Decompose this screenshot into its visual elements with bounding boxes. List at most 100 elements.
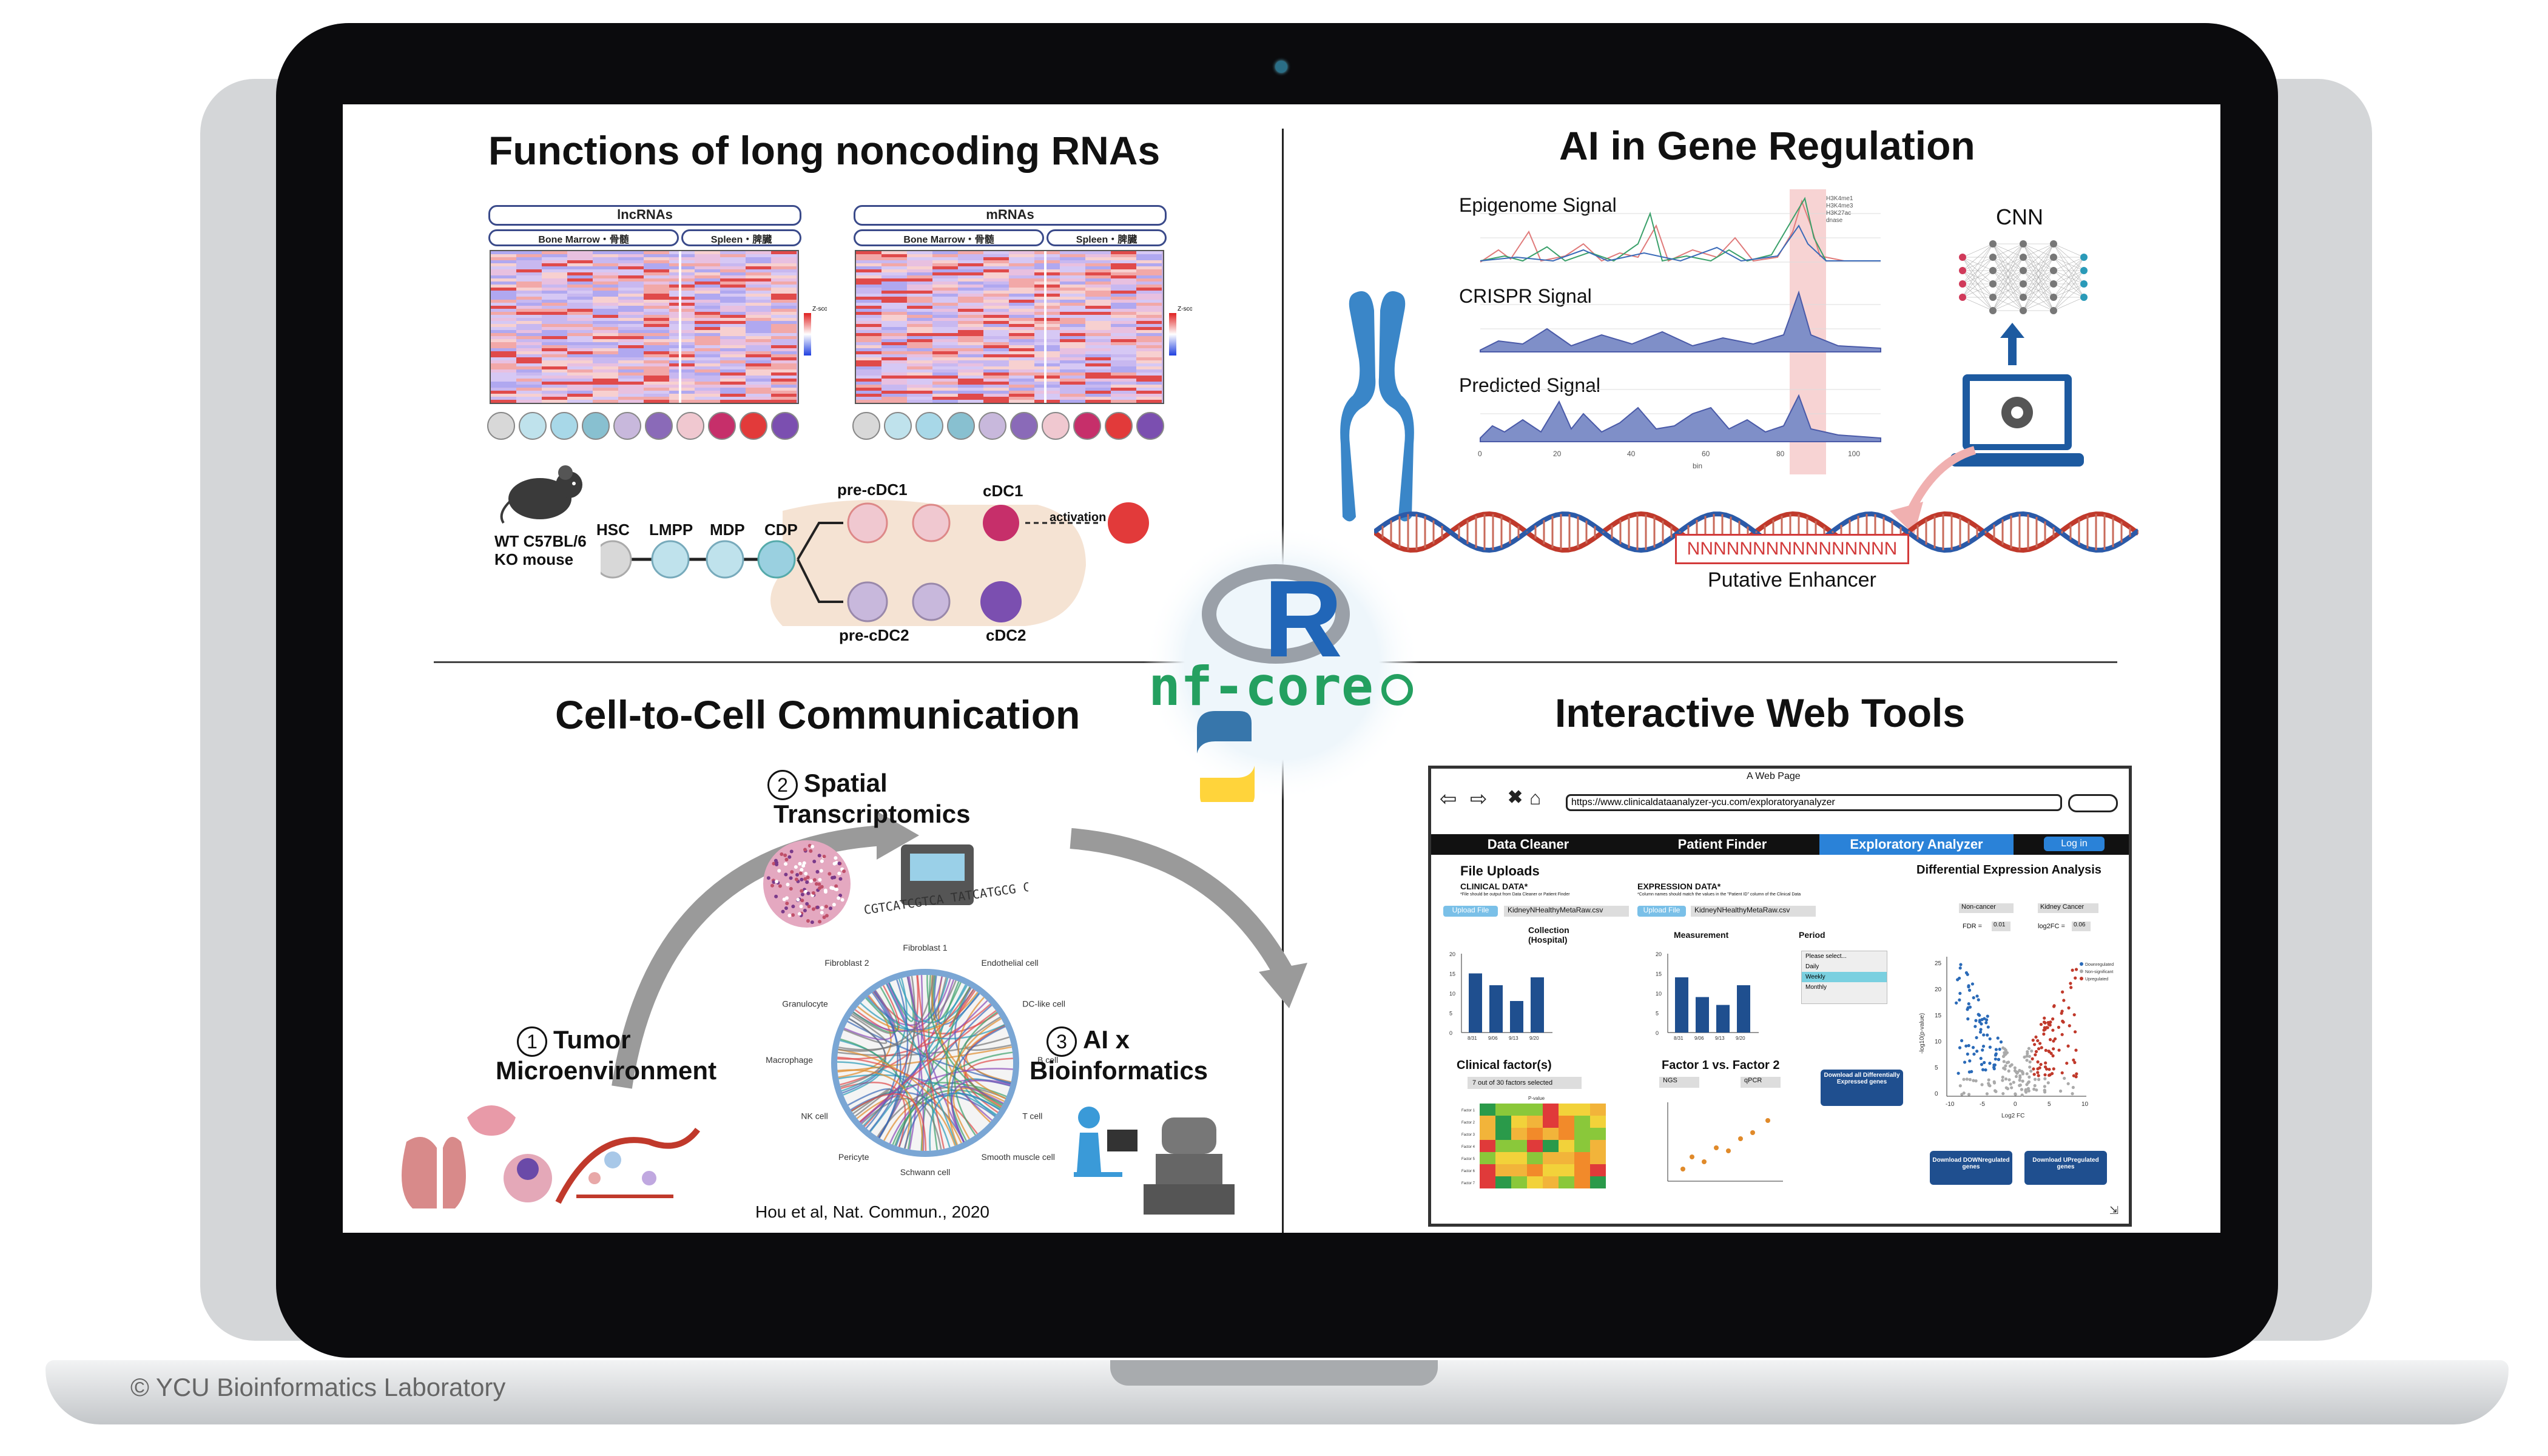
chord-label: Pericyte — [838, 1152, 869, 1162]
step2-title-2: Transcriptomics — [774, 800, 971, 828]
volcano-point — [1971, 1046, 1975, 1050]
search-icon[interactable] — [2068, 794, 2118, 812]
heat-cell — [1543, 1152, 1559, 1164]
nn-node — [1959, 294, 1966, 301]
period-option-daily[interactable]: Daily — [1805, 963, 1819, 970]
clinical-upload-button[interactable]: Upload File — [1443, 906, 1498, 917]
chord-link — [929, 1093, 1000, 1151]
chord-link — [878, 979, 909, 1138]
factors-selected-dropdown[interactable]: 7 out of 30 factors selected — [1468, 1077, 1582, 1089]
volcano-point — [2033, 1084, 2037, 1088]
volcano-point — [1967, 1043, 1970, 1048]
download-up-button[interactable]: Download UPregulated genes — [2024, 1151, 2107, 1185]
period-label: Period — [1799, 930, 1825, 940]
volcano-point — [1967, 1093, 1971, 1096]
volcano-point — [2073, 1030, 2077, 1034]
heat-cell — [1590, 1128, 1606, 1140]
step2-number: 2 — [767, 770, 798, 800]
volcano-point — [2001, 1092, 2005, 1096]
heat-cell — [1480, 1152, 1495, 1164]
heat-cell — [1574, 1116, 1590, 1128]
nn-node — [1989, 240, 1997, 248]
chord-label: Macrophage — [766, 1055, 813, 1065]
url-bar[interactable] — [1566, 794, 2062, 811]
log2fc-input[interactable]: 0.06 — [2072, 922, 2091, 931]
volcano-point — [1997, 1057, 2000, 1062]
fdr-input[interactable]: 0.01 — [1992, 922, 2010, 931]
tab-exploratory-analyzer[interactable]: Exploratory Analyzer — [1819, 834, 2014, 855]
heat-row-label: Factor 4 — [1461, 1145, 1475, 1149]
period-dropdown[interactable]: Please select... Daily Weekly Monthly — [1801, 951, 1887, 1004]
volcano-point — [2020, 1088, 2024, 1091]
chord-link — [946, 986, 971, 1141]
expression-upload-button[interactable]: Upload File — [1637, 906, 1686, 917]
bar-x-tick: 9/20 — [1529, 1036, 1539, 1041]
period-option-weekly[interactable]: Weekly — [1802, 972, 1887, 982]
volcano-point — [2075, 1072, 2078, 1076]
period-option-placeholder[interactable]: Please select... — [1805, 953, 1847, 960]
volcano-point — [2036, 1039, 2040, 1043]
volcano-point — [1988, 1062, 1992, 1065]
legend-h3k4me3: H3K4me3 — [1826, 203, 1853, 209]
heat-cell — [1574, 1164, 1590, 1176]
volcano-x-tick: 5 — [2048, 1101, 2051, 1108]
nav-back-icon[interactable]: ⇦ — [1440, 787, 1457, 811]
volcano-point — [2023, 1055, 2026, 1059]
volcano-point — [1966, 1008, 1969, 1011]
non-cancer-select[interactable]: Non-cancer — [1959, 903, 2014, 913]
tab-data-cleaner[interactable]: Data Cleaner — [1487, 837, 1569, 852]
close-icon[interactable]: ✖ — [1508, 787, 1523, 807]
clinical-data-note: *File should be output from Data Cleaner… — [1460, 892, 1570, 897]
cell-circle — [915, 412, 943, 440]
volcano-point — [2040, 1046, 2043, 1050]
heatmap-left — [490, 250, 799, 404]
chord-link — [852, 1088, 891, 1117]
volcano-y-tick: 15 — [1935, 1013, 1942, 1019]
bar — [1696, 997, 1709, 1033]
volcano-point — [1955, 1001, 1958, 1005]
factor-scatter-plot — [1667, 1102, 1783, 1182]
volcano-point — [2051, 1017, 2055, 1021]
nav-forward-icon[interactable]: ⇨ — [1470, 787, 1488, 811]
resize-handle-icon[interactable]: ⇲ — [2109, 1204, 2119, 1216]
volcano-y-label: -log10(p-value) — [1919, 1013, 1926, 1054]
volcano-point — [2036, 1071, 2040, 1074]
researcher-server-icon — [1074, 1107, 1235, 1215]
kidney-cancer-select[interactable]: Kidney Cancer — [2038, 903, 2098, 913]
volcano-point — [2060, 1071, 2064, 1075]
nn-node — [2020, 254, 2027, 261]
volcano-point — [2033, 1077, 2037, 1081]
bar-x-tick: 8/31 — [1674, 1036, 1684, 1041]
heat-cell — [1527, 1128, 1543, 1140]
download-all-button[interactable]: Download all Differentially Expressed ge… — [1821, 1070, 1903, 1106]
cell-circles-left — [487, 412, 799, 440]
volcano-point — [1994, 1048, 1998, 1051]
heat-cell — [1559, 1128, 1574, 1140]
period-option-monthly[interactable]: Monthly — [1805, 984, 1827, 991]
volcano-point — [2062, 999, 2066, 1002]
login-button[interactable]: Log in — [2044, 837, 2105, 851]
volcano-point — [1977, 998, 1980, 1002]
download-down-button[interactable]: Download DOWNregulated genes — [1930, 1151, 2012, 1185]
factor1-select[interactable]: NGS — [1659, 1077, 1699, 1088]
enhancer-sequence: NNNNNNNNNNNNNNNN — [1675, 534, 1909, 564]
heat-cell — [1495, 1176, 1511, 1188]
heat-cell — [1543, 1164, 1559, 1176]
tab-patient-finder[interactable]: Patient Finder — [1677, 837, 1767, 852]
volcano-point — [2043, 1088, 2047, 1093]
heat-cell — [1480, 1128, 1495, 1140]
heat-cell — [1574, 1152, 1590, 1164]
chord-label: Fibroblast 2 — [824, 958, 869, 968]
factor2-select[interactable]: qPCR — [1741, 1077, 1781, 1088]
laptop-gear-icon — [1950, 374, 2084, 467]
volcano-point — [2037, 1047, 2041, 1051]
volcano-point — [1958, 991, 1962, 996]
volcano-point — [1984, 1018, 1989, 1022]
home-icon[interactable]: ⌂ — [1529, 787, 1542, 809]
volcano-point — [2001, 1054, 2006, 1059]
chord-link — [852, 986, 898, 1034]
legend-up: Upregulated — [2085, 977, 2108, 982]
volcano-point — [2028, 1060, 2032, 1064]
